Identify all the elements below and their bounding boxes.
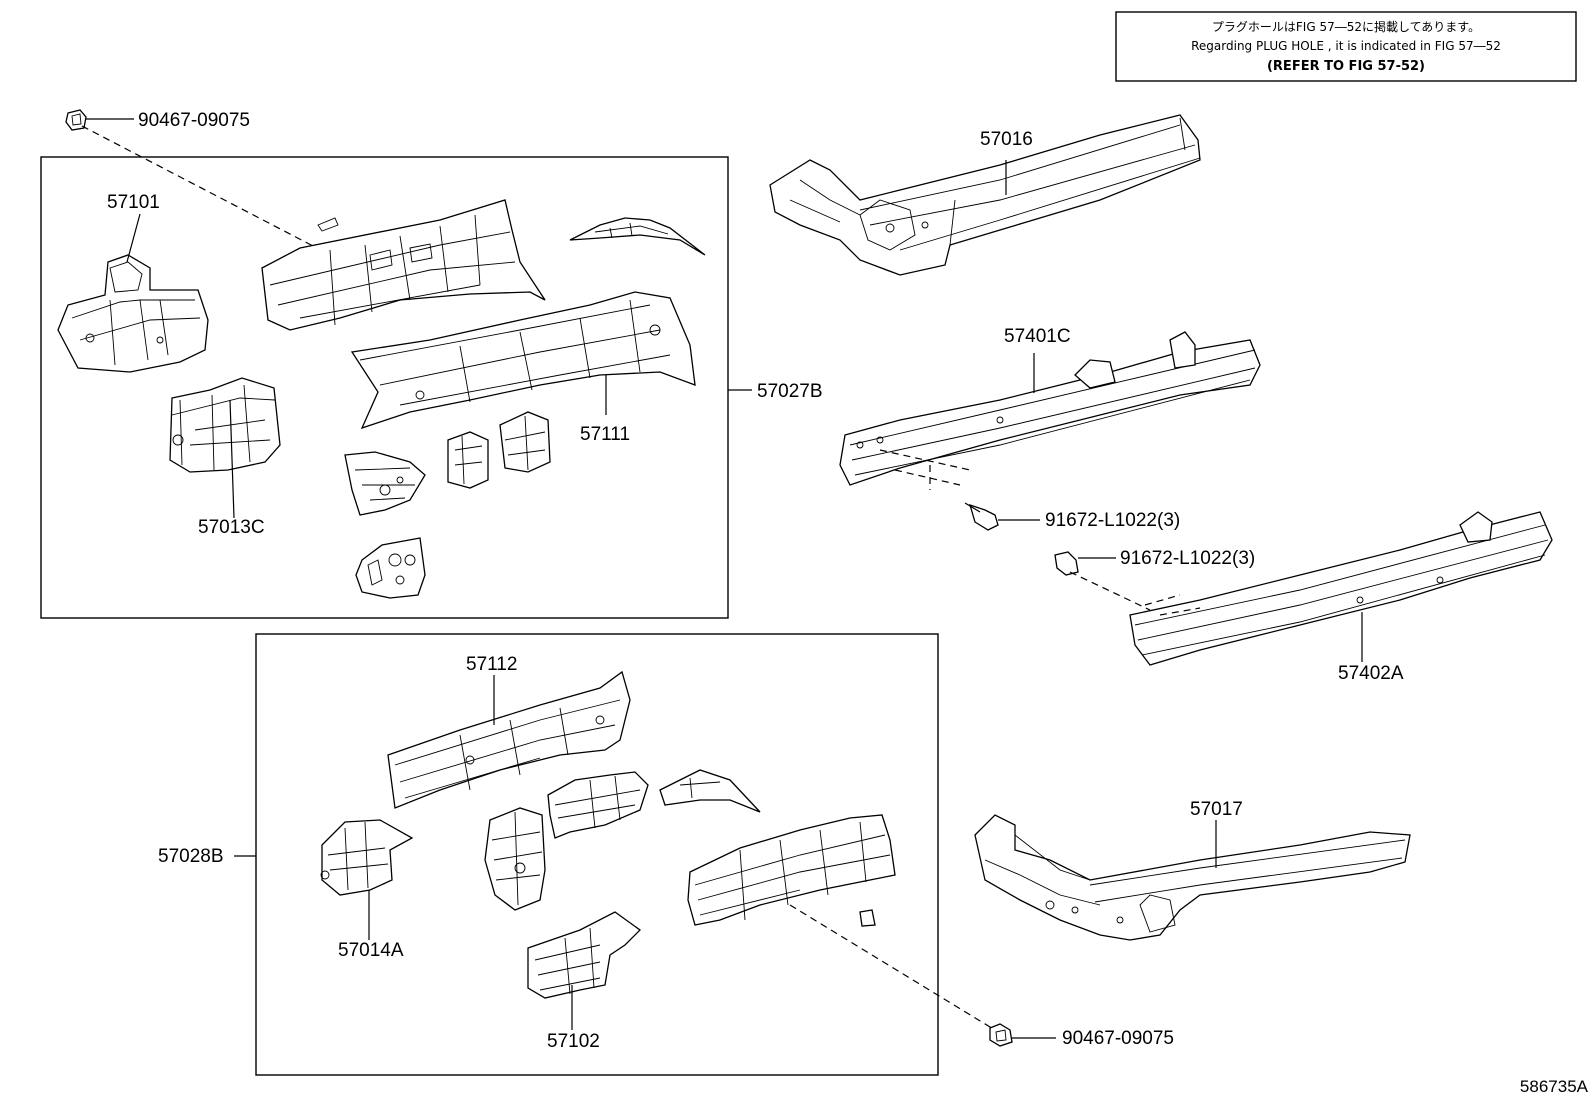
label-57017: 57017 — [1190, 799, 1243, 820]
part-57013C — [169, 377, 281, 519]
note-line-2: Regarding PLUG HOLE , it is indicated in… — [1191, 39, 1501, 53]
part-bracket-e — [547, 771, 649, 839]
figure-id: 586735A — [1520, 1077, 1589, 1096]
label-57016: 57016 — [980, 129, 1033, 150]
group-box-57028B — [255, 633, 939, 1076]
part-bracket-d — [355, 537, 426, 599]
label-57402A: 57402A — [1338, 663, 1404, 684]
label-bolt-2: 91672-L1022(3) — [1120, 548, 1255, 569]
reference-note: プラグホールはFIG 57―52に掲載してあります。 Regarding PLU… — [1115, 11, 1577, 82]
part-small-bracket-top — [569, 217, 706, 256]
part-57016 — [769, 114, 1201, 276]
label-clip-bottom: 90467-09075 — [1062, 1028, 1174, 1049]
clip-bottom — [989, 1023, 1056, 1047]
label-57013C: 57013C — [198, 517, 265, 538]
part-57112 — [387, 670, 631, 809]
part-bracket-f — [659, 769, 761, 813]
part-bracket-g — [484, 807, 546, 911]
bolt-2 — [1054, 551, 1151, 611]
label-57102: 57102 — [547, 1031, 600, 1052]
part-bracket-a — [344, 451, 426, 516]
label-57027B: 57027B — [757, 381, 823, 402]
part-upper-apron-57027B — [261, 199, 546, 331]
part-57402A — [1129, 511, 1553, 666]
part-57111 — [350, 291, 696, 430]
part-57102 — [527, 911, 642, 1030]
label-57014A: 57014A — [338, 940, 404, 961]
part-57014A — [320, 819, 414, 940]
label-57112: 57112 — [466, 654, 517, 675]
part-57101 — [57, 213, 209, 373]
part-57017 — [974, 814, 1411, 941]
label-57101: 57101 — [107, 192, 160, 213]
clip-top — [65, 109, 341, 261]
part-57401C — [839, 331, 1261, 490]
bolt-1 — [964, 502, 1040, 531]
note-line-3: (REFER TO FIG 57-52) — [1267, 59, 1425, 74]
group-box-57027B — [40, 156, 729, 619]
label-57111: 57111 — [580, 424, 630, 445]
label-57028B: 57028B — [158, 846, 224, 867]
part-bracket-b — [447, 431, 489, 489]
part-bracket-c — [499, 411, 551, 473]
label-clip-top: 90467-09075 — [138, 110, 250, 131]
label-57401C: 57401C — [1004, 326, 1071, 347]
note-line-1: プラグホールはFIG 57―52に掲載してあります。 — [1212, 19, 1480, 34]
part-lower-apron-57028B — [687, 814, 996, 1031]
label-bolt-1: 91672-L1022(3) — [1045, 510, 1180, 531]
